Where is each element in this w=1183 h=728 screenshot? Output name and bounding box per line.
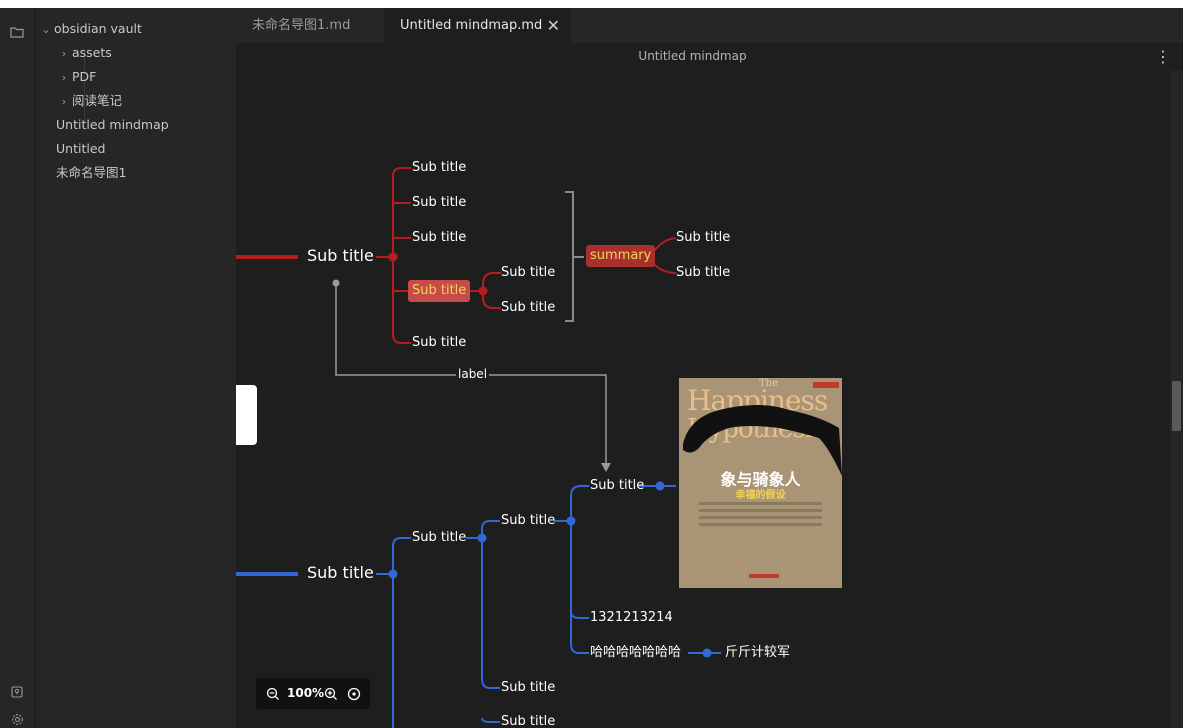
branch-dot	[478, 286, 488, 296]
collapsed-panel-handle[interactable]	[236, 385, 257, 445]
cover-publisher-mark	[749, 574, 779, 578]
branch-dot	[702, 648, 712, 658]
mindmap-node[interactable]: Sub title	[501, 513, 556, 528]
tab-untitled-mindmap[interactable]: Untitled mindmap.md ✕	[384, 8, 570, 43]
folder-label: PDF	[72, 69, 97, 84]
mindmap-node-selected[interactable]: Sub title	[408, 280, 471, 302]
mindmap-node[interactable]: Sub title	[676, 265, 731, 280]
folder-assets[interactable]: › assets	[56, 42, 112, 64]
mindmap-node[interactable]: Sub title	[412, 195, 467, 210]
mindmap-node[interactable]: Sub title	[676, 230, 731, 245]
zoom-controls: 100%	[256, 678, 370, 709]
tab-label: Untitled mindmap.md	[400, 18, 543, 33]
folder-pdf[interactable]: › PDF	[56, 66, 97, 88]
top-window-strip	[0, 0, 1183, 8]
summary-bracket	[565, 191, 584, 322]
file-label: Untitled	[56, 141, 106, 156]
lower-branch-lines	[236, 485, 721, 728]
mindmap-node[interactable]: Sub title	[412, 530, 467, 545]
tab-label: 未命名导图1.md	[252, 18, 351, 33]
mindmap-node[interactable]: Sub title	[501, 265, 556, 280]
mindmap-node-upper-root[interactable]: Sub title	[307, 246, 374, 265]
branch-dot	[388, 569, 398, 579]
file-unnamed-map-1[interactable]: 未命名导图1	[56, 162, 126, 184]
tab-bar: 未命名导图1.md Untitled mindmap.md ✕	[236, 8, 1183, 43]
mindmap-node-lower-root[interactable]: Sub title	[307, 563, 374, 582]
help-icon[interactable]	[9, 684, 25, 700]
chevron-right-icon: ›	[61, 47, 67, 60]
mindmap-node[interactable]: Sub title	[501, 300, 556, 315]
close-icon[interactable]: ✕	[546, 16, 560, 35]
scrollbar-thumb[interactable]	[1172, 381, 1181, 431]
tab-unnamed-map-1[interactable]: 未命名导图1.md	[236, 8, 382, 43]
book-cover-image[interactable]: The Happiness Hypothesis 象与骑象人 幸福的假设	[679, 378, 842, 588]
branch-dot	[655, 481, 665, 491]
vault-name: obsidian vault	[54, 21, 142, 36]
zoom-out-icon[interactable]	[266, 678, 280, 709]
folder-label: assets	[72, 45, 112, 60]
center-view-icon[interactable]	[347, 678, 361, 709]
folder-reading-notes[interactable]: › 阅读笔记	[56, 90, 122, 112]
cover-text: The	[759, 378, 779, 389]
mindmap-node[interactable]: Sub title	[590, 478, 645, 493]
mindmap-node[interactable]: Sub title	[501, 714, 556, 728]
chevron-right-icon: ›	[61, 71, 67, 84]
more-options-icon[interactable]: ⋮	[1155, 47, 1171, 66]
cover-fine-print	[699, 502, 822, 532]
file-label: 未命名导图1	[56, 165, 127, 180]
folder-icon[interactable]	[9, 24, 25, 40]
cover-elephant-illustration	[683, 405, 842, 476]
mindmap-canvas[interactable]: Sub title Sub title Sub title Sub title …	[236, 71, 1170, 728]
branch-dot	[388, 252, 398, 262]
link-arrowhead	[601, 463, 611, 472]
cover-badge	[813, 382, 839, 388]
vertical-scrollbar[interactable]	[1170, 71, 1183, 728]
file-label: Untitled mindmap	[56, 117, 169, 132]
link-start-dot	[332, 279, 340, 287]
vault-root-folder[interactable]: ⌄obsidian vault	[38, 18, 142, 40]
left-ribbon	[0, 8, 36, 728]
mindmap-node[interactable]: Sub title	[501, 680, 556, 695]
mindmap-node[interactable]: Sub title	[412, 230, 467, 245]
tree-indent-guide	[84, 50, 85, 122]
mindmap-node[interactable]: Sub title	[412, 160, 467, 175]
mindmap-summary-node[interactable]: summary	[586, 245, 656, 267]
relation-link-label[interactable]: label	[456, 365, 490, 383]
chevron-down-icon: ⌄	[41, 23, 51, 36]
mindmap-node[interactable]: 斤斤计较军	[725, 645, 791, 660]
file-untitled[interactable]: Untitled	[56, 138, 105, 160]
branch-dot	[566, 516, 576, 526]
cover-text: 幸福的假设	[735, 490, 786, 501]
cover-text: 象与骑象人	[720, 470, 801, 489]
zoom-level: 100%	[287, 686, 325, 700]
view-header: Untitled mindmap ⋮	[236, 43, 1183, 71]
zoom-in-icon[interactable]	[324, 678, 338, 709]
mindmap-node[interactable]: 1321213214	[590, 610, 673, 625]
mindmap-node[interactable]: Sub title	[412, 335, 467, 350]
folder-label: 阅读笔记	[72, 93, 123, 108]
chevron-right-icon: ›	[61, 95, 67, 108]
branch-dot	[477, 533, 487, 543]
mindmap-node[interactable]: 哈哈哈哈哈哈哈	[590, 645, 682, 660]
settings-gear-icon[interactable]	[9, 711, 25, 727]
file-untitled-mindmap[interactable]: Untitled mindmap	[56, 114, 169, 136]
view-title: Untitled mindmap	[638, 49, 747, 63]
file-explorer: ⌄obsidian vault › assets › PDF › 阅读笔记 Untit…	[36, 8, 236, 728]
